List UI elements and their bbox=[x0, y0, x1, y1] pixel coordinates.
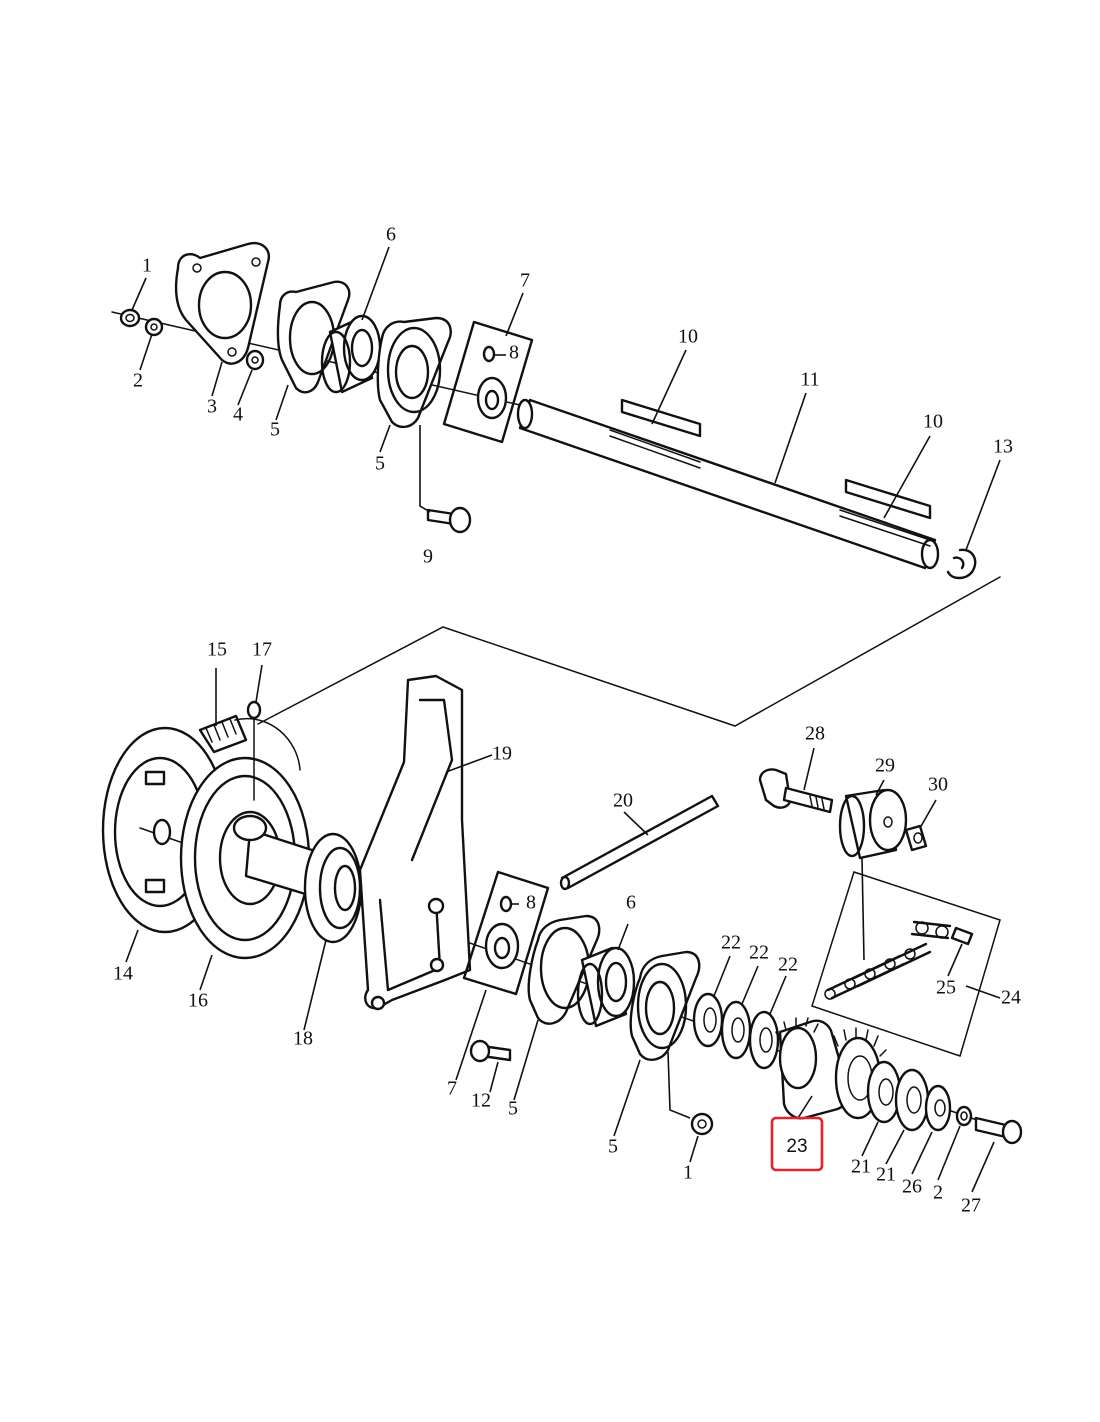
part-4-washer bbox=[245, 349, 265, 371]
callout-29: 29 bbox=[875, 755, 895, 777]
part-19-fork-lever bbox=[358, 674, 472, 1011]
callout-2-lower: 2 bbox=[933, 1182, 943, 1204]
callout-27: 27 bbox=[961, 1195, 981, 1217]
callout-1-upper: 1 bbox=[142, 255, 152, 277]
part-17-grease-nipple bbox=[246, 700, 262, 801]
part-29-roller bbox=[838, 788, 908, 860]
part-7-seal-plate-lower bbox=[462, 870, 550, 996]
callout-12: 12 bbox=[471, 1090, 491, 1112]
part-22-spacer-c bbox=[748, 1010, 780, 1070]
part-22-spacer-b bbox=[720, 1000, 752, 1060]
part-10-key-left bbox=[620, 398, 702, 438]
callout-4: 4 bbox=[233, 404, 243, 426]
part-13-circlip bbox=[946, 548, 977, 580]
part-6-bearing-lower bbox=[576, 946, 636, 1028]
part-9-bolt bbox=[426, 506, 472, 534]
callout-14: 14 bbox=[113, 963, 133, 985]
part-11-shaft bbox=[516, 398, 940, 570]
part-2-washer-lower bbox=[955, 1105, 973, 1127]
part-1-nut-lower bbox=[690, 1112, 714, 1136]
part-23-double-sprocket bbox=[775, 1017, 887, 1120]
callout-22-a: 22 bbox=[721, 932, 741, 954]
callout-19: 19 bbox=[492, 743, 512, 765]
part-15-brake-shoe bbox=[198, 714, 248, 754]
callout-30: 30 bbox=[928, 774, 948, 796]
callout-10-left: 10 bbox=[678, 326, 698, 348]
part-18-bearing-lower bbox=[303, 832, 363, 944]
callout-26: 26 bbox=[902, 1176, 922, 1198]
callout-25: 25 bbox=[936, 977, 956, 999]
shoe-guide-arc bbox=[234, 717, 301, 771]
callout-6-lower: 6 bbox=[626, 892, 636, 914]
part-10-key-right bbox=[844, 478, 932, 520]
callout-28: 28 bbox=[805, 723, 825, 745]
callout-21-b: 21 bbox=[876, 1164, 896, 1186]
highlight-box bbox=[770, 1116, 824, 1172]
part-20-rod bbox=[559, 794, 720, 891]
callout-15: 15 bbox=[207, 639, 227, 661]
callout-7-upper: 7 bbox=[520, 270, 530, 292]
callout-5-upper-left: 5 bbox=[270, 419, 280, 441]
callout-16: 16 bbox=[188, 990, 208, 1012]
callout-3: 3 bbox=[207, 396, 217, 418]
callout-6-upper: 6 bbox=[386, 224, 396, 246]
callout-20: 20 bbox=[613, 790, 633, 812]
part-24-chain-assembly bbox=[811, 871, 1001, 1057]
callout-24: 24 bbox=[1001, 987, 1021, 1009]
callout-5-lower-right: 5 bbox=[608, 1136, 618, 1158]
callout-9: 9 bbox=[423, 546, 433, 568]
part-5-flange-right-upper bbox=[376, 316, 452, 429]
callout-11: 11 bbox=[800, 369, 819, 391]
callout-18: 18 bbox=[293, 1028, 313, 1050]
callout-13: 13 bbox=[993, 436, 1013, 458]
part-5-flange-left-upper bbox=[276, 280, 351, 394]
callout-labels: 1 2 3 4 5 5 6 7 8 9 10 11 10 13 15 17 14… bbox=[113, 224, 1021, 1217]
part-30-nut bbox=[904, 824, 928, 852]
callout-1-lower: 1 bbox=[683, 1162, 693, 1184]
leader-lines bbox=[125, 246, 1001, 1193]
callout-22-b: 22 bbox=[749, 942, 769, 964]
part-27-bolt bbox=[974, 1116, 1023, 1145]
part-21-spacer-a bbox=[866, 1060, 902, 1124]
part-5-flange-right-lower bbox=[629, 950, 701, 1061]
callout-5-upper-right: 5 bbox=[375, 453, 385, 475]
part-12-bolt bbox=[469, 1039, 512, 1063]
part-26-washer bbox=[924, 1084, 952, 1132]
callout-8-lower: 8 bbox=[526, 892, 536, 914]
callout-22-c: 22 bbox=[778, 954, 798, 976]
part-3-flange-plate bbox=[174, 241, 271, 365]
callout-21-a: 21 bbox=[851, 1156, 871, 1178]
part-7-seal-plate-upper bbox=[442, 320, 534, 444]
callout-5-lower-left: 5 bbox=[508, 1098, 518, 1120]
highlighted-callout-23: 23 bbox=[770, 1116, 824, 1172]
callout-17: 17 bbox=[252, 639, 272, 661]
callout-8-upper: 8 bbox=[509, 342, 519, 364]
callout-7-lower: 7 bbox=[447, 1078, 457, 1100]
assembly-boundary bbox=[257, 576, 1001, 727]
callout-2-upper: 2 bbox=[133, 370, 143, 392]
callout-10-right: 10 bbox=[923, 411, 943, 433]
part-21-spacer-b bbox=[894, 1068, 930, 1132]
part-6-bearing-upper bbox=[320, 314, 382, 394]
part-22-spacer-a bbox=[692, 992, 724, 1048]
part-1-nut-upper bbox=[119, 308, 141, 328]
part-2-washer-upper bbox=[144, 317, 164, 337]
callout-23: 23 bbox=[786, 1136, 807, 1157]
part-28-bolt bbox=[758, 768, 834, 814]
